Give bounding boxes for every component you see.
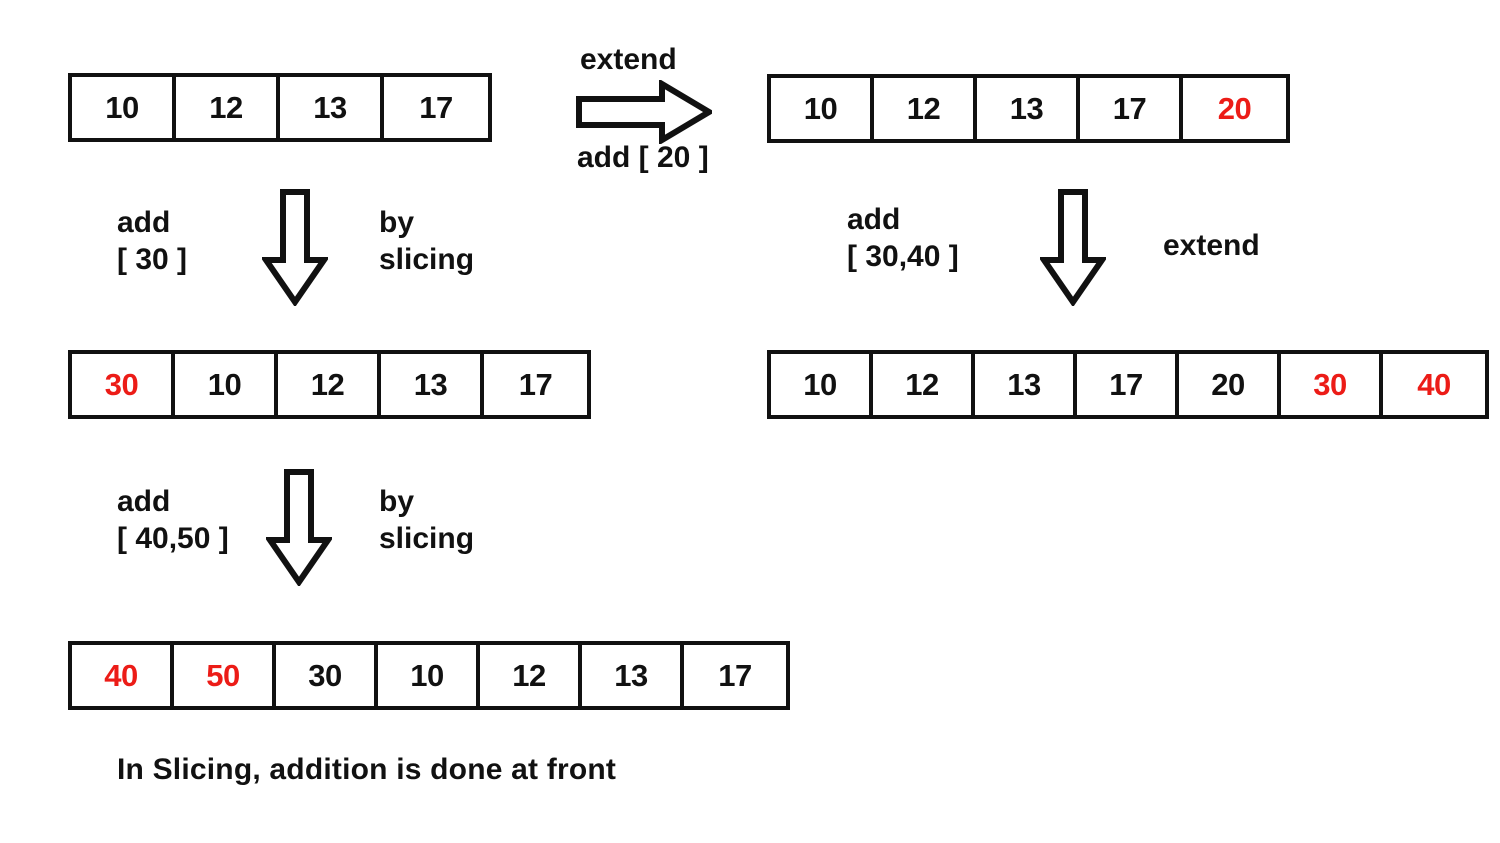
array-cell: 17 [684, 645, 786, 706]
array-cell: 10 [771, 354, 873, 415]
diagram-caption: In Slicing, addition is done at front [117, 753, 617, 786]
slice-operation-label-2: add [ 40,50 ] [117, 485, 229, 555]
array-cell: 20 [1183, 78, 1286, 139]
extend-method-label-top: extend [580, 43, 677, 76]
array-cell: 20 [1179, 354, 1281, 415]
array-cell: 17 [1080, 78, 1183, 139]
extend-operation-label-top: add [ 20 ] [577, 141, 709, 174]
array-cell: 30 [1281, 354, 1383, 415]
extend-method-label-bottom: extend [1163, 229, 1260, 262]
array-cell: 10 [771, 78, 874, 139]
array-cell: 17 [1077, 354, 1179, 415]
array-cell: 13 [975, 354, 1077, 415]
down-arrow-extend-1 [1040, 188, 1106, 306]
slice-operation-label-1: add [ 30 ] [117, 206, 188, 276]
array-cell: 10 [72, 77, 176, 138]
slice-method-label-1: by slicing [379, 206, 475, 276]
extend-arrow-right [576, 80, 712, 144]
array-cell: 10 [378, 645, 480, 706]
array-cell: 40 [72, 645, 174, 706]
array-cell: 13 [977, 78, 1080, 139]
array-cell: 12 [278, 354, 381, 415]
array-cell: 13 [582, 645, 684, 706]
down-arrow-slicing-2 [266, 468, 332, 586]
array-cell: 50 [174, 645, 276, 706]
array-cell: 17 [484, 354, 587, 415]
slice-method-label-2: by slicing [379, 485, 475, 555]
extend-operation-label-bottom: add [ 30,40 ] [847, 203, 959, 273]
array-cell: 12 [176, 77, 280, 138]
array-cell: 30 [276, 645, 378, 706]
array-cell: 10 [175, 354, 278, 415]
array-cell: 13 [381, 354, 484, 415]
array-cell: 12 [873, 354, 975, 415]
array-cell: 17 [384, 77, 488, 138]
down-arrow-slicing-1 [262, 188, 328, 306]
array-cell: 40 [1383, 354, 1485, 415]
array-cell: 12 [874, 78, 977, 139]
array-cell: 13 [280, 77, 384, 138]
array-cell: 30 [72, 354, 175, 415]
array-cell: 12 [480, 645, 582, 706]
